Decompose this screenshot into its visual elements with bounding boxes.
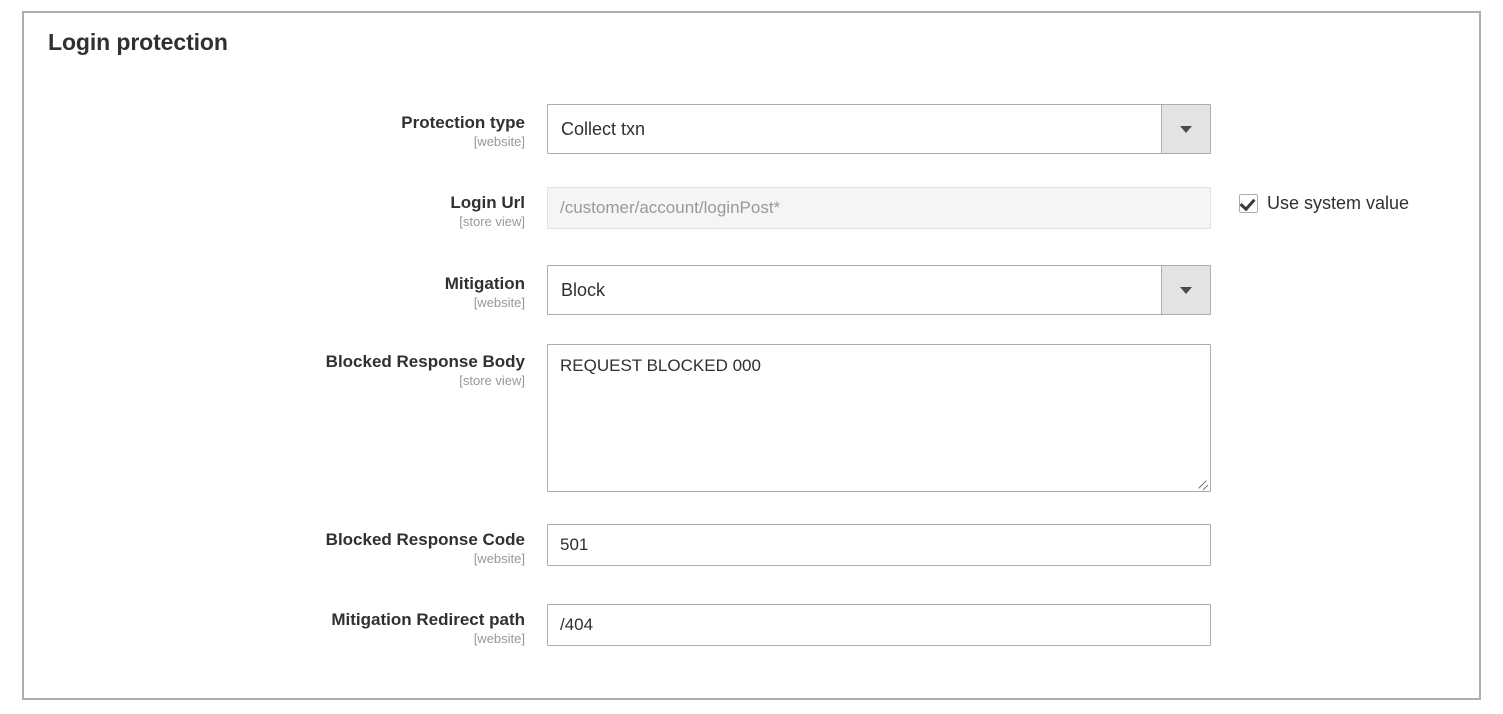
- label-mitigation: Mitigation [website]: [24, 265, 547, 311]
- field-row-protection-type: Protection type [website] Collect txn: [24, 104, 1479, 154]
- control-blocked-response-body: REQUEST BLOCKED 000: [547, 344, 1211, 492]
- label-scope: [website]: [473, 295, 525, 310]
- page-title: Login protection: [48, 29, 228, 55]
- label-title: Mitigation Redirect path: [331, 610, 525, 629]
- blocked-response-body-textarea[interactable]: REQUEST BLOCKED 000: [547, 344, 1211, 492]
- chevron-down-icon[interactable]: [1161, 266, 1210, 314]
- login-protection-panel: Login protection Protection type [websit…: [22, 11, 1481, 700]
- control-mitigation-redirect-path: [547, 604, 1211, 646]
- blocked-response-code-input[interactable]: [547, 524, 1211, 566]
- field-row-blocked-response-code: Blocked Response Code [website]: [24, 524, 1479, 567]
- control-protection-type: Collect txn: [547, 104, 1211, 154]
- check-icon: [1239, 194, 1256, 212]
- label-scope: [website]: [473, 631, 525, 646]
- field-row-mitigation: Mitigation [website] Block: [24, 265, 1479, 315]
- label-title: Login Url: [450, 193, 525, 212]
- label-mitigation-redirect-path: Mitigation Redirect path [website]: [24, 604, 547, 647]
- use-system-value-group[interactable]: Use system value: [1239, 193, 1409, 214]
- login-url-input: [547, 187, 1211, 229]
- field-row-blocked-response-body: Blocked Response Body [store view] REQUE…: [24, 344, 1479, 492]
- chevron-down-icon[interactable]: [1161, 105, 1210, 153]
- label-title: Blocked Response Body: [325, 352, 525, 371]
- field-row-mitigation-redirect-path: Mitigation Redirect path [website]: [24, 604, 1479, 647]
- protection-type-select[interactable]: Collect txn: [547, 104, 1211, 154]
- mitigation-select[interactable]: Block: [547, 265, 1211, 315]
- label-scope: [website]: [473, 134, 525, 149]
- label-blocked-response-code: Blocked Response Code [website]: [24, 524, 547, 567]
- label-scope: [store view]: [459, 373, 525, 388]
- label-blocked-response-body: Blocked Response Body [store view]: [24, 344, 547, 389]
- login-protection-form: Protection type [website] Collect txn Lo…: [24, 104, 1479, 647]
- label-protection-type: Protection type [website]: [24, 104, 547, 150]
- label-title: Mitigation: [444, 274, 525, 293]
- control-blocked-response-code: [547, 524, 1211, 566]
- mitigation-value: Block: [561, 280, 606, 300]
- protection-type-value: Collect txn: [561, 119, 646, 139]
- control-mitigation: Block: [547, 265, 1211, 315]
- label-scope: [store view]: [459, 214, 525, 229]
- use-system-value-checkbox[interactable]: [1239, 194, 1258, 213]
- label-title: Protection type: [401, 113, 525, 132]
- field-row-login-url: Login Url [store view] Use system value: [24, 187, 1479, 230]
- label-title: Blocked Response Code: [325, 530, 525, 549]
- mitigation-redirect-path-input[interactable]: [547, 604, 1211, 646]
- use-system-value-label: Use system value: [1267, 193, 1410, 213]
- label-scope: [website]: [473, 551, 525, 566]
- label-login-url: Login Url [store view]: [24, 187, 547, 230]
- control-login-url: Use system value: [547, 187, 1409, 229]
- blocked-response-body-wrap: REQUEST BLOCKED 000: [547, 344, 1211, 492]
